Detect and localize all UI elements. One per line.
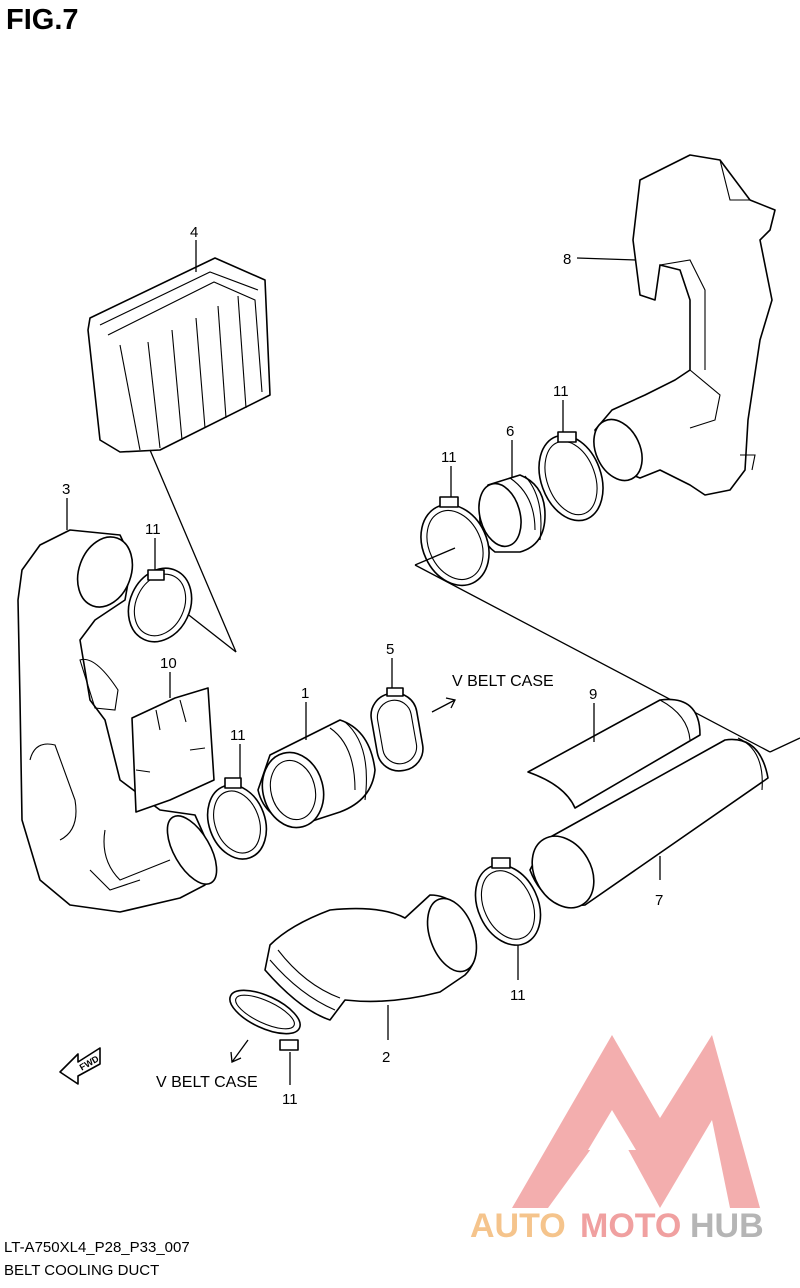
callout-11-b: 11 — [230, 727, 246, 744]
callout-9: 9 — [589, 686, 597, 703]
part-7-tube — [529, 737, 769, 909]
part-11-clamp-f — [229, 989, 301, 1051]
callout-11-d: 11 — [441, 449, 457, 466]
callout-5: 5 — [386, 641, 394, 658]
part-3-duct-housing — [17, 529, 218, 913]
diagram-name: BELT COOLING DUCT — [4, 1262, 160, 1279]
diagram-code: LT-A750XL4_P28_P33_007 — [4, 1239, 190, 1256]
watermark-brand-hub: HUB — [690, 1207, 764, 1245]
part-11-clamp-c — [538, 431, 604, 522]
part-2-lower-duct — [264, 894, 478, 1021]
callout-11-e: 11 — [510, 987, 526, 1004]
callout-7: 7 — [655, 892, 663, 909]
part-4-cover — [87, 257, 271, 453]
figure-title: FIG.7 — [6, 4, 79, 36]
part-8-upper-duct — [593, 154, 776, 496]
v-belt-case-label-lower: V BELT CASE — [156, 1074, 258, 1091]
watermark-brand-auto: AUTO — [470, 1207, 566, 1245]
part-11-clamp-b — [206, 777, 268, 860]
callout-11-a: 11 — [145, 521, 161, 538]
part-11-clamp-a — [127, 567, 193, 643]
callout-4: 4 — [190, 224, 198, 241]
part-11-clamp-e — [474, 857, 542, 946]
callout-3: 3 — [62, 481, 70, 498]
watermark-logo — [512, 1035, 760, 1208]
v-belt-case-label-upper: V BELT CASE — [452, 673, 554, 690]
callout-10: 10 — [160, 655, 177, 672]
callout-11-f: 11 — [282, 1091, 298, 1108]
part-6-boot — [478, 474, 546, 553]
callout-1: 1 — [301, 685, 309, 702]
callout-2: 2 — [382, 1049, 390, 1066]
part-1-sleeve — [257, 719, 376, 829]
part-10-plate — [131, 687, 215, 813]
callout-8: 8 — [563, 251, 571, 268]
watermark-brand-moto: MOTO — [580, 1207, 681, 1245]
fwd-arrow-icon: FWD — [59, 1047, 101, 1085]
part-11-clamp-d — [420, 496, 490, 587]
part-5-ring — [370, 687, 424, 772]
callout-11-c: 11 — [553, 383, 569, 400]
part-9-shield — [527, 698, 701, 809]
callout-6: 6 — [506, 423, 514, 440]
